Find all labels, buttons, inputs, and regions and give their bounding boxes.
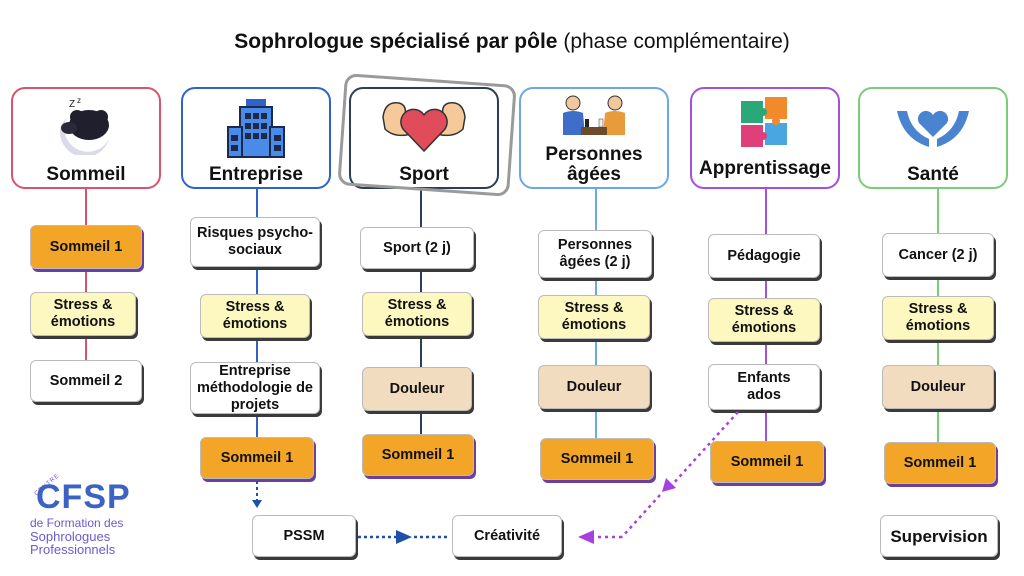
pole-label: Apprentissage — [699, 158, 831, 179]
pole-label: Personnes âgées — [545, 144, 643, 185]
box-sommeil-1[interactable]: Sommeil 1 — [710, 441, 824, 483]
office-building-icon — [226, 97, 286, 164]
hands-heart-icon — [893, 101, 973, 156]
box-stress-emotions[interactable]: Stress & émotions — [882, 296, 994, 340]
pole-label: Entreprise — [209, 164, 303, 185]
box-enfants-ados[interactable]: Enfants ados — [708, 364, 820, 410]
box-personnes-agees-2j[interactable]: Personnes âgées (2 j) — [538, 230, 652, 278]
sommeil-connector — [85, 189, 87, 389]
box-douleur[interactable]: Douleur — [538, 365, 650, 409]
pole-header-sommeil[interactable]: Z z Sommeil — [11, 87, 161, 189]
box-sommeil-1[interactable]: Sommeil 1 — [540, 438, 654, 480]
logo-letters: CFSP — [36, 478, 131, 516]
box-sommeil-1[interactable]: Sommeil 1 — [884, 442, 996, 484]
box-douleur[interactable]: Douleur — [362, 367, 472, 411]
box-sommeil-2[interactable]: Sommeil 2 — [30, 360, 142, 402]
title-bold: Sophrologue spécialisé par pôle — [234, 30, 558, 53]
box-sport-2j[interactable]: Sport (2 j) — [360, 227, 474, 269]
box-entreprise-methodologie[interactable]: Entreprise méthodologie de projets — [190, 362, 320, 414]
box-stress-emotions[interactable]: Stress & émotions — [538, 295, 650, 339]
puzzle-icon — [735, 95, 795, 156]
svg-text:z: z — [77, 96, 81, 105]
heart-muscle-icon — [379, 95, 469, 160]
logo-line1: de Formation des — [30, 516, 124, 530]
logo-line3: Professionnels — [30, 542, 116, 557]
box-risques-psycho-sociaux[interactable]: Risques psycho-sociaux — [190, 217, 320, 267]
cfsp-logo: CENTRE CFSP de Formation des Sophrologue… — [30, 473, 150, 558]
box-stress-emotions[interactable]: Stress & émotions — [30, 292, 136, 336]
box-sommeil-1[interactable]: Sommeil 1 — [200, 437, 314, 479]
pole-header-apprentissage[interactable]: Apprentissage — [690, 87, 840, 189]
box-pedagogie[interactable]: Pédagogie — [708, 234, 820, 278]
box-stress-emotions[interactable]: Stress & émotions — [362, 292, 472, 336]
box-supervision[interactable]: Supervision — [880, 515, 998, 557]
pole-header-sante[interactable]: Santé — [858, 87, 1008, 189]
box-sommeil-1[interactable]: Sommeil 1 — [30, 225, 142, 269]
svg-text:Z: Z — [69, 99, 75, 110]
box-cancer-2j[interactable]: Cancer (2 j) — [882, 233, 994, 277]
box-douleur[interactable]: Douleur — [882, 365, 994, 409]
box-creativite[interactable]: Créativité — [452, 515, 562, 557]
box-stress-emotions[interactable]: Stress & émotions — [708, 298, 820, 342]
box-sommeil-1[interactable]: Sommeil 1 — [362, 434, 474, 476]
box-stress-emotions[interactable]: Stress & émotions — [200, 294, 310, 338]
logo-line2: Sophrologues — [30, 529, 111, 544]
sleeping-sheep-icon: Z z — [51, 95, 121, 160]
pole-label: Sport — [399, 164, 449, 185]
box-pssm[interactable]: PSSM — [252, 515, 356, 557]
pole-header-personnes[interactable]: Personnes âgées — [519, 87, 669, 189]
pole-header-sport[interactable]: Sport — [337, 73, 517, 197]
pole-label: Sommeil — [46, 164, 126, 185]
pole-label: Santé — [907, 164, 959, 185]
elderly-chess-icon — [559, 93, 629, 148]
pole-header-entreprise[interactable]: Entreprise — [181, 87, 331, 189]
page-title: Sophrologue spécialisé par pôle (phase c… — [0, 30, 1024, 54]
title-normal: (phase complémentaire) — [563, 30, 790, 53]
